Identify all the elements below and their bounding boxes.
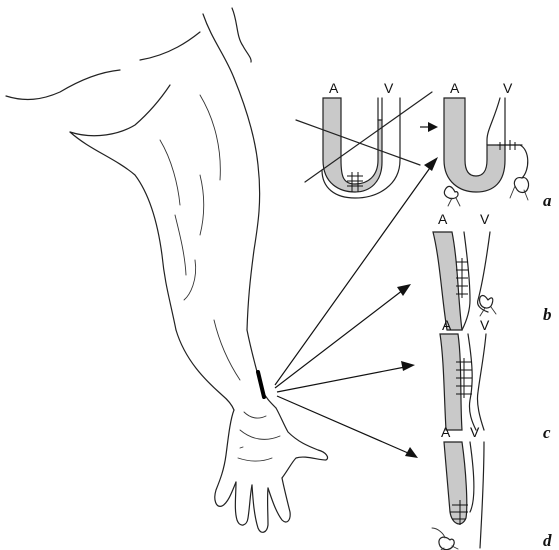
panel-a-before: A V (296, 80, 432, 198)
panel-b-artery-label: A (438, 211, 448, 227)
panel-c-letter: c (543, 423, 551, 442)
arm-illustration (6, 8, 328, 532)
arrow-to-panel-d (277, 396, 408, 453)
panel-a-vein-label-after: V (503, 80, 513, 96)
panel-a-vein-label-before: V (384, 80, 394, 96)
panel-d: A V d (432, 424, 552, 550)
panel-d-artery-label: A (441, 424, 451, 440)
arrow-to-panel-c (277, 367, 405, 392)
panel-d-letter: d (543, 531, 552, 550)
panel-a-after: A V a (444, 80, 552, 210)
panel-b-letter: b (543, 305, 552, 324)
panel-b-vein-label: V (480, 211, 490, 227)
panel-a-artery-label-after: A (450, 80, 460, 96)
arrow-to-panel-b (275, 290, 403, 388)
panel-c-artery-label: A (442, 317, 452, 333)
panel-d-vein-label: V (470, 424, 480, 440)
wrist-incision (258, 372, 264, 397)
panel-c: A V c (440, 317, 551, 442)
panel-a-artery-label-before: A (329, 80, 339, 96)
panel-a-letter: a (543, 191, 552, 210)
panel-c-vein-label: V (480, 317, 490, 333)
arrows (275, 122, 438, 458)
panel-b: A V b (433, 211, 552, 330)
